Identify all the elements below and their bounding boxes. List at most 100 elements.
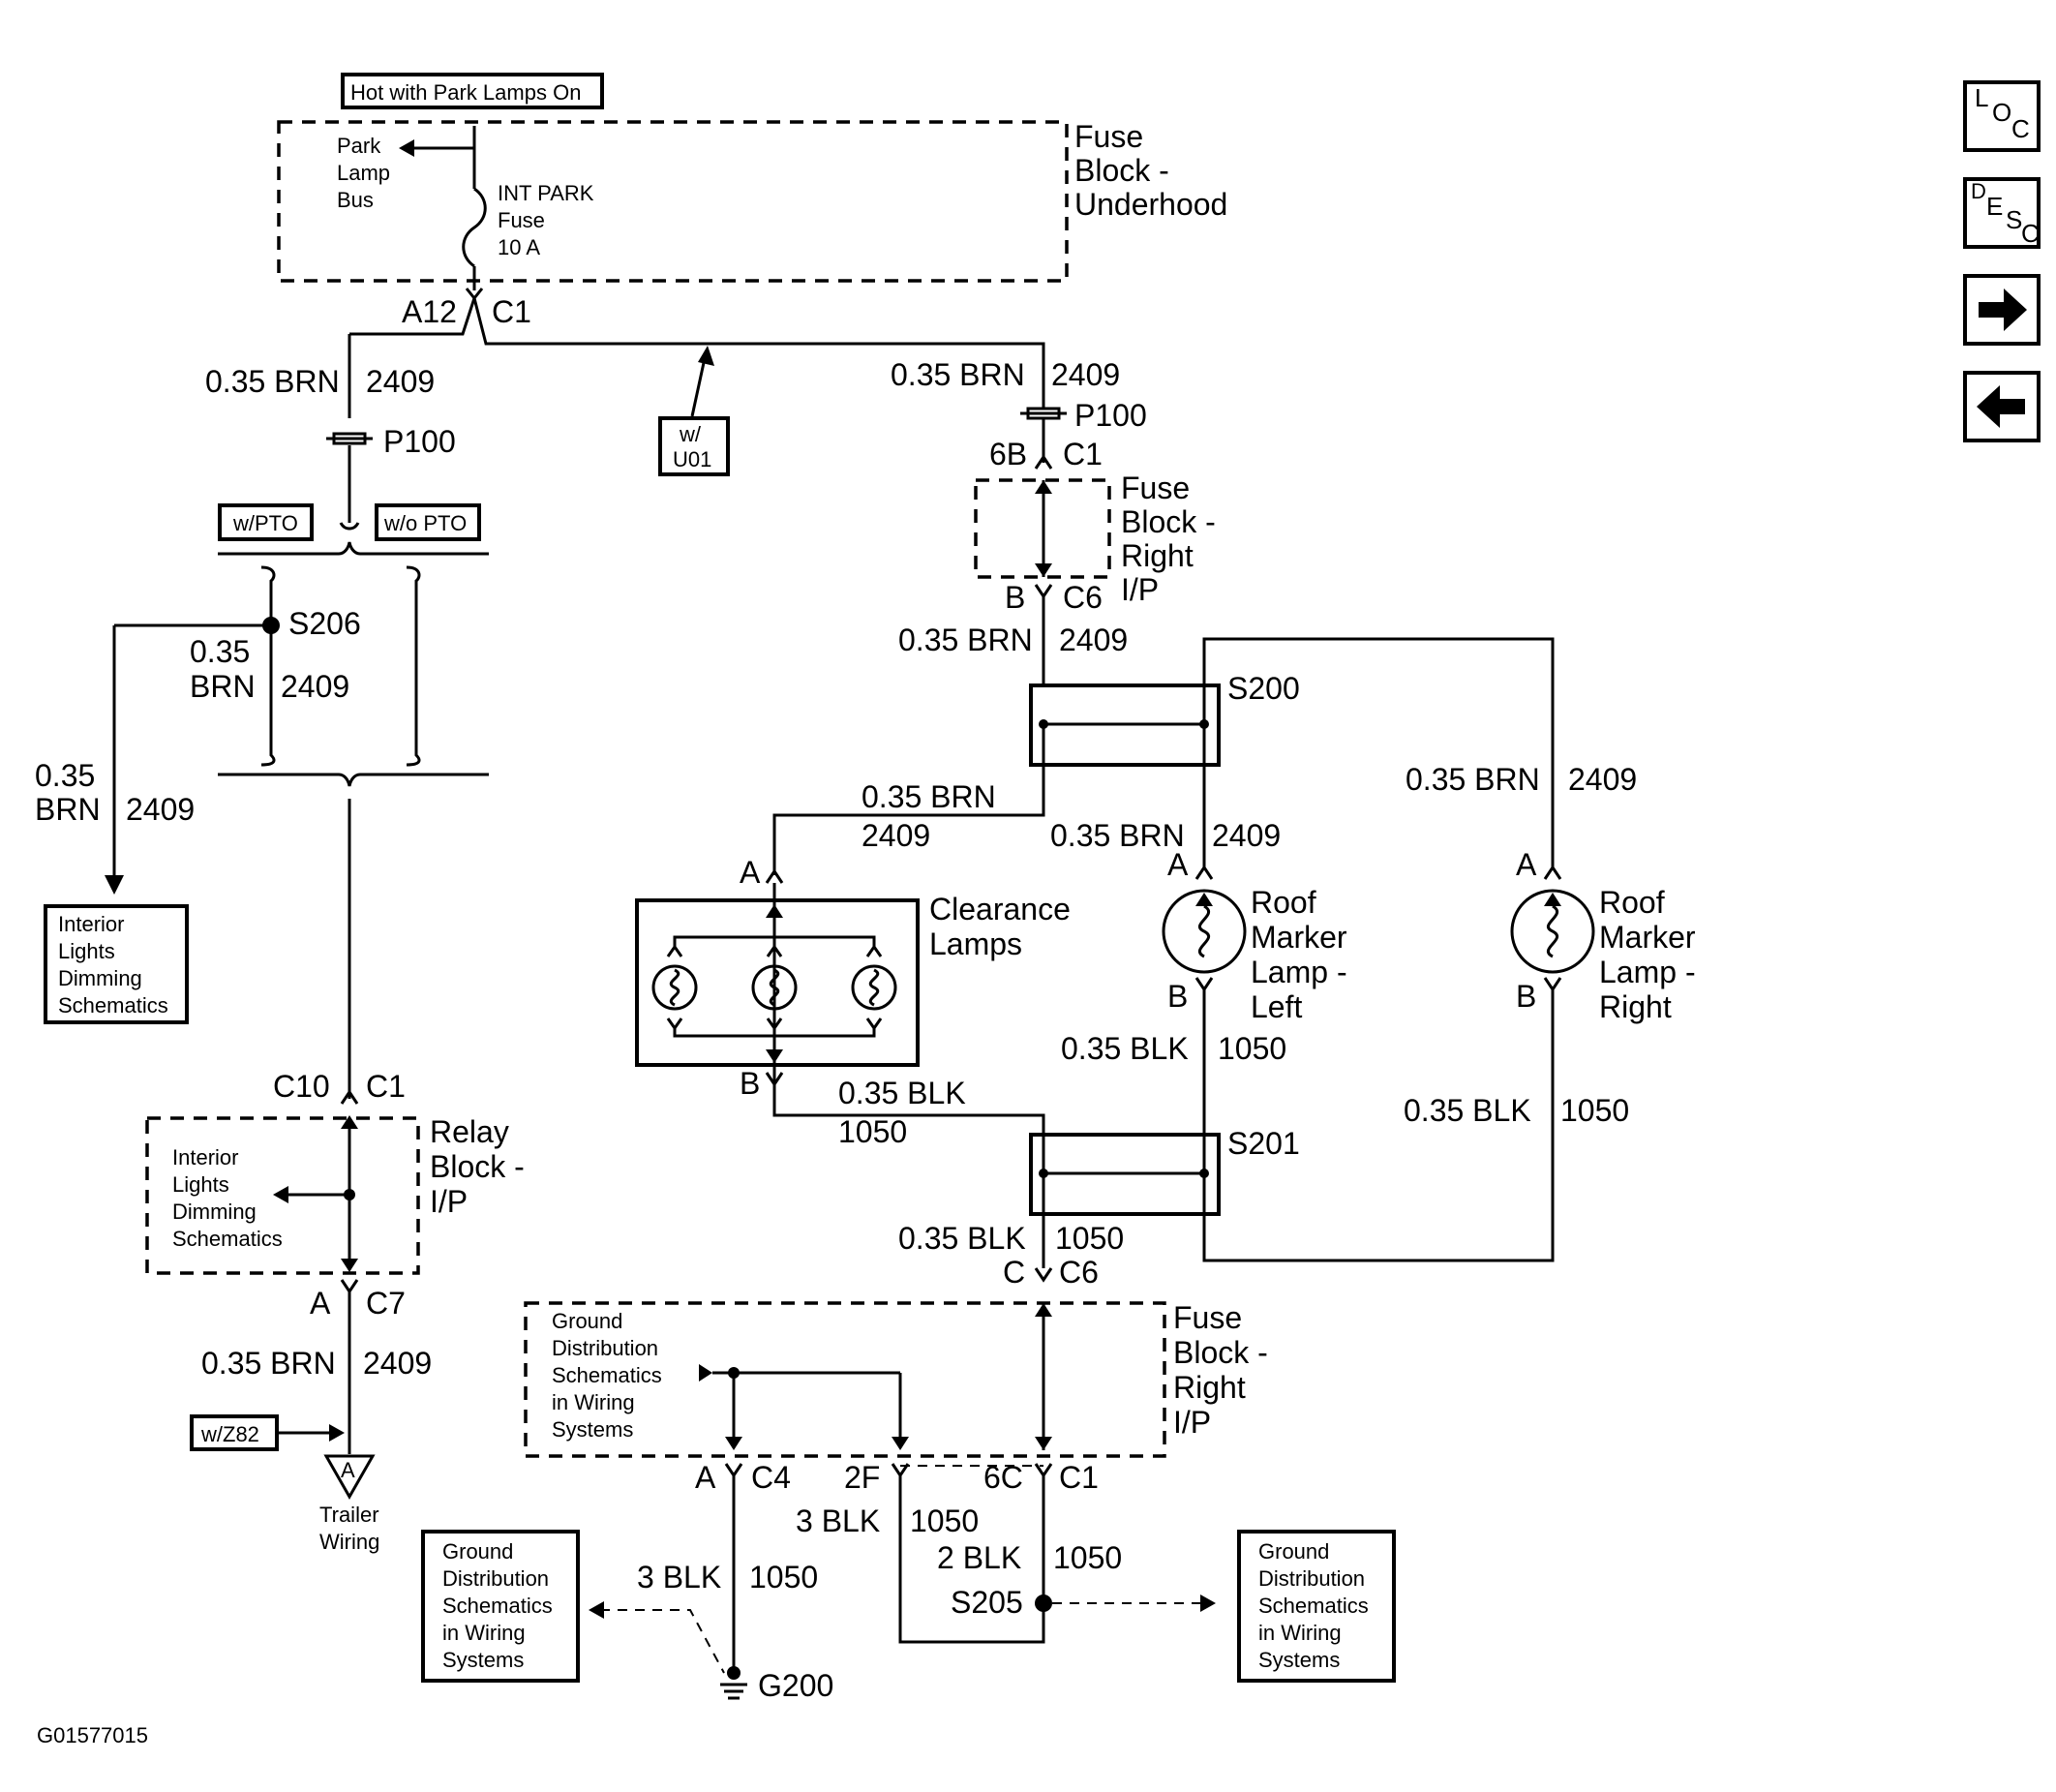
fb-ground-arrow-icon bbox=[699, 1364, 712, 1382]
park-bus-2: Lamp bbox=[337, 161, 390, 185]
roof-right-title-4: Right bbox=[1599, 989, 1672, 1024]
g200-label: G200 bbox=[758, 1668, 833, 1703]
roof-left-wire-circuit: 2409 bbox=[1212, 818, 1281, 853]
fb-right-pin-b: B bbox=[1005, 580, 1025, 615]
ground-dist-right-3: Schematics bbox=[1258, 1594, 1369, 1618]
fb-right-c6: C6 bbox=[1063, 580, 1103, 615]
fb-bottom-c6: C6 bbox=[1059, 1255, 1099, 1290]
ground-dist-right-box[interactable] bbox=[1237, 1530, 1396, 1683]
relay-pin-a: A bbox=[310, 1286, 331, 1321]
prev-page-button[interactable] bbox=[1963, 371, 2041, 442]
no-pto-box bbox=[375, 503, 481, 541]
interior-dimming-box[interactable] bbox=[44, 904, 189, 1024]
ground-dist-right-4: in Wiring bbox=[1258, 1621, 1342, 1645]
ground-dist-left-4: in Wiring bbox=[442, 1621, 526, 1645]
wire-circuit-left-top: 2409 bbox=[366, 364, 435, 399]
u01-box bbox=[658, 416, 730, 476]
hot-label-box bbox=[341, 73, 604, 109]
figure-id: G01577015 bbox=[37, 1723, 148, 1747]
fuse-block-underhood-title-3: Underhood bbox=[1074, 187, 1227, 222]
s200-box bbox=[1029, 683, 1221, 767]
desc-letter-s: S bbox=[2006, 205, 2022, 234]
ground-dist-left-5: Systems bbox=[442, 1648, 524, 1672]
int-park-fuse-2: Fuse bbox=[498, 208, 545, 232]
loc-button[interactable]: L O C bbox=[1963, 80, 2041, 152]
ground-dist-right-5: Systems bbox=[1258, 1648, 1340, 1672]
relay-block-title-3: I/P bbox=[430, 1184, 468, 1219]
fuse-icon bbox=[462, 187, 487, 268]
park-bus-arrow-icon bbox=[399, 139, 414, 157]
interior-wire-gauge-2: BRN bbox=[35, 792, 101, 827]
fb-right-top-title-2: Block - bbox=[1121, 504, 1216, 539]
s205-3blk-circuit: 1050 bbox=[910, 1503, 979, 1538]
next-page-button[interactable] bbox=[1963, 274, 2041, 346]
roof-left-blk-circuit: 1050 bbox=[1218, 1031, 1286, 1066]
z82-label: w/Z82 bbox=[200, 1422, 259, 1446]
relay-dimming-1: Interior bbox=[172, 1145, 238, 1169]
roof-right-title-3: Lamp - bbox=[1599, 955, 1696, 989]
p100-right-label: P100 bbox=[1074, 398, 1147, 433]
fb-ground-dist-2: Distribution bbox=[552, 1336, 658, 1360]
desc-letter-c: C bbox=[2021, 219, 2040, 248]
clearance-bulb-2-icon bbox=[751, 964, 798, 1011]
fb-right-wire-circuit: 2409 bbox=[1059, 623, 1128, 657]
relay-block-title-2: Block - bbox=[430, 1149, 525, 1184]
s206-wire-gauge-1: 0.35 bbox=[190, 634, 250, 669]
interior-dimming-3: Dimming bbox=[58, 966, 142, 990]
relay-wire-gauge: 0.35 BRN bbox=[201, 1346, 336, 1381]
interior-wire-gauge-1: 0.35 bbox=[35, 758, 95, 793]
right-wire-circuit-top: 2409 bbox=[1051, 357, 1120, 392]
trailer-label-1: Trailer bbox=[319, 1503, 379, 1527]
p100-left-label: P100 bbox=[383, 424, 456, 459]
ground-dist-left-box[interactable] bbox=[421, 1530, 580, 1683]
roof-right-pin-b: B bbox=[1516, 979, 1536, 1014]
trailer-label-2: Wiring bbox=[319, 1530, 379, 1554]
clearance-blk-gauge: 0.35 BLK bbox=[838, 1076, 966, 1110]
s205-label: S205 bbox=[951, 1585, 1023, 1620]
s205-ground-arrow-icon bbox=[1200, 1595, 1216, 1612]
u01-arrow-icon bbox=[698, 346, 714, 366]
relay-dimming-arrow-icon bbox=[273, 1186, 288, 1203]
no-pto-label: w/o PTO bbox=[383, 511, 467, 535]
roof-right-pin-a: A bbox=[1516, 847, 1537, 882]
clearance-bulb-3-icon bbox=[851, 964, 897, 1011]
fb-right-wire-gauge: 0.35 BRN bbox=[898, 623, 1033, 657]
interior-dimming-4: Schematics bbox=[58, 993, 168, 1017]
s206-wire-gauge-2: BRN bbox=[190, 669, 256, 704]
fb-right-top-title-3: Right bbox=[1121, 538, 1194, 573]
ground-dist-left-1: Ground bbox=[442, 1539, 513, 1564]
s201-blk-circuit: 1050 bbox=[1055, 1221, 1124, 1256]
relay-dimming-2: Lights bbox=[172, 1172, 229, 1197]
roof-left-title-2: Marker bbox=[1251, 920, 1347, 955]
roof-left-title-1: Roof bbox=[1251, 885, 1316, 920]
conn-a12: A12 bbox=[402, 294, 457, 329]
s205-2blk-circuit: 1050 bbox=[1053, 1540, 1122, 1575]
fb-ground-dist-5: Systems bbox=[552, 1417, 633, 1442]
roof-right-blk-gauge: 0.35 BLK bbox=[1404, 1093, 1531, 1128]
fb-c1-bottom: C1 bbox=[1059, 1460, 1099, 1495]
s206-wire-circuit: 2409 bbox=[281, 669, 349, 704]
fb-right-top-title-1: Fuse bbox=[1121, 471, 1190, 505]
ground-dist-right-1: Ground bbox=[1258, 1539, 1329, 1564]
arrow-left-icon bbox=[1977, 385, 2025, 428]
desc-letter-e: E bbox=[1986, 192, 2003, 221]
desc-letter-d: D bbox=[1971, 179, 1986, 203]
park-bus-3: Bus bbox=[337, 188, 374, 212]
p100-right-icon bbox=[1020, 407, 1067, 420]
interior-dimming-1: Interior bbox=[58, 912, 124, 936]
roof-left-bulb-icon bbox=[1162, 889, 1247, 974]
ground-dist-left-3: Schematics bbox=[442, 1594, 553, 1618]
relay-dimming-4: Schematics bbox=[172, 1227, 283, 1251]
fb-pin-2f: 2F bbox=[844, 1460, 880, 1495]
s206-label: S206 bbox=[288, 606, 361, 641]
relay-block-title-1: Relay bbox=[430, 1114, 509, 1149]
int-park-fuse-3: 10 A bbox=[498, 235, 540, 259]
int-park-fuse-1: INT PARK bbox=[498, 181, 594, 205]
fb-bottom-title-2: Block - bbox=[1173, 1335, 1268, 1370]
relay-c7: C7 bbox=[366, 1286, 406, 1321]
ground-icon bbox=[720, 1666, 747, 1700]
interior-wire-circuit: 2409 bbox=[126, 792, 195, 827]
desc-button[interactable]: D E S C bbox=[1963, 177, 2041, 249]
park-bus-1: Park bbox=[337, 134, 381, 158]
